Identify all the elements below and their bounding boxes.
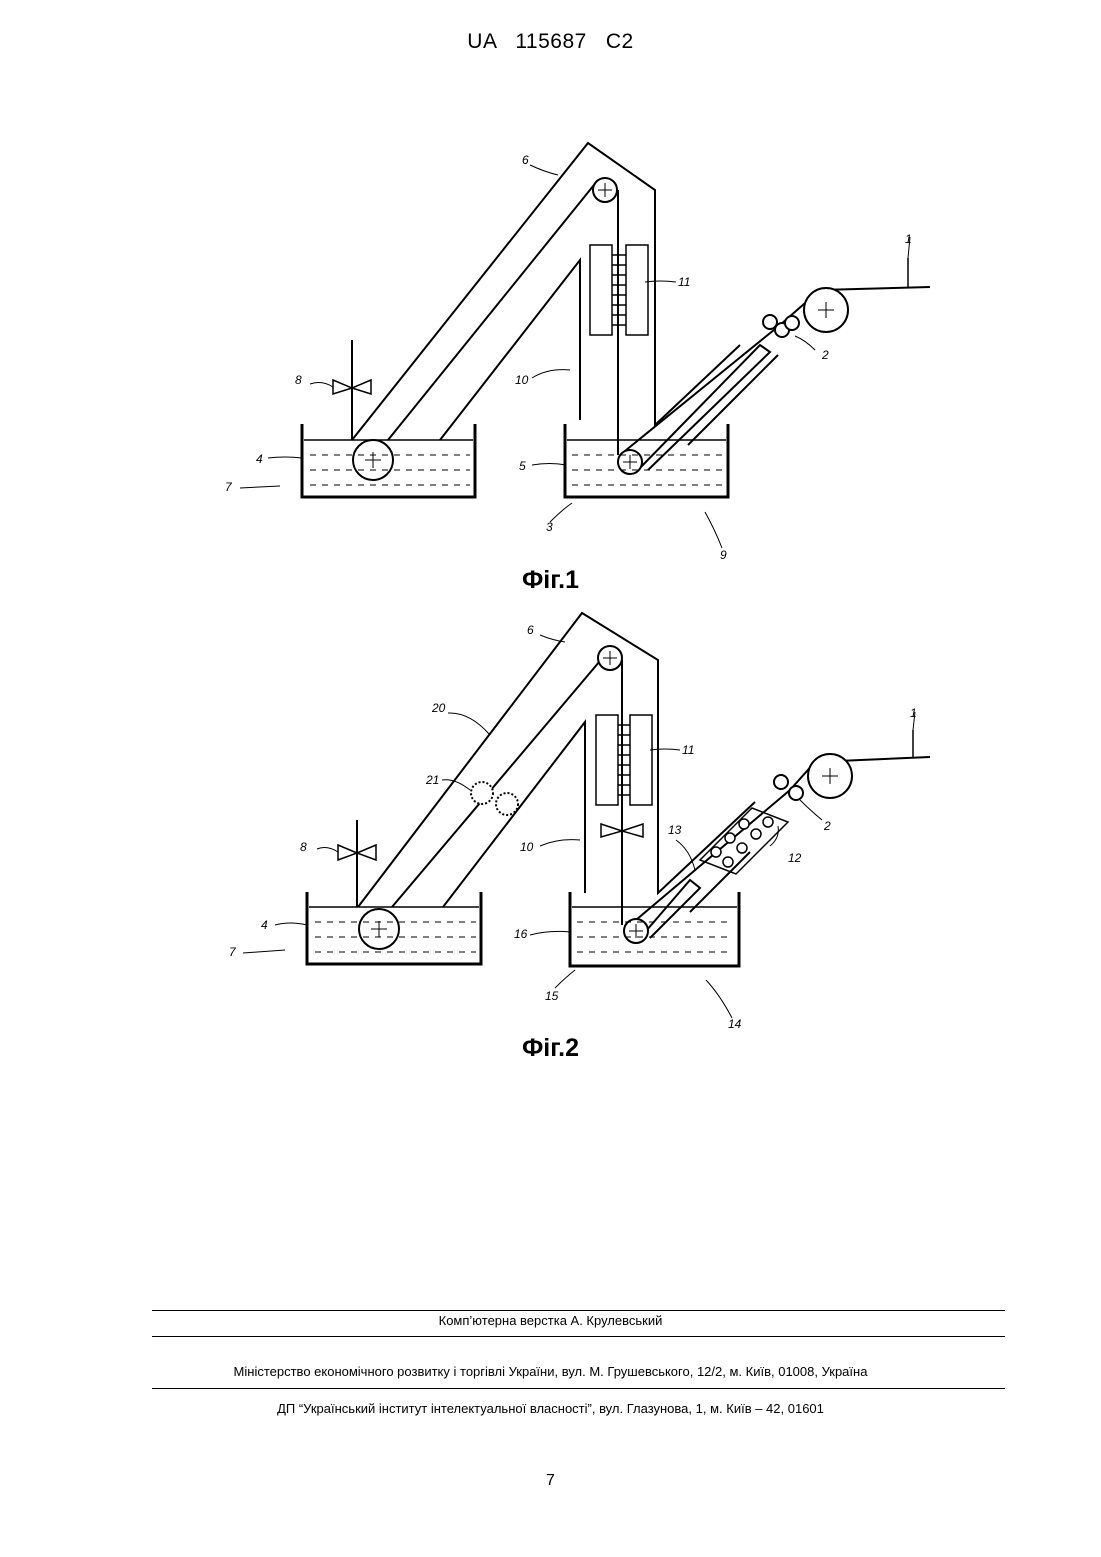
label: 13 [668, 823, 682, 837]
label: 15 [545, 989, 559, 1003]
figure-2-caption: Фіг.2 [0, 1034, 1101, 1063]
layout-credit: Комп’ютерна верстка А. Крулевський [0, 1313, 1101, 1328]
label: 21 [425, 773, 439, 787]
footer-divider [152, 1388, 1005, 1389]
label: 10 [520, 840, 534, 854]
label: 1 [910, 706, 917, 720]
label: 16 [514, 927, 528, 941]
label: 2 [823, 819, 831, 833]
label: 20 [431, 701, 446, 715]
page-number: 7 [0, 1472, 1101, 1490]
label: 7 [229, 945, 237, 959]
footer-divider [152, 1310, 1005, 1311]
footer-divider [152, 1336, 1005, 1337]
label: 14 [728, 1017, 742, 1031]
figure-2-labels: 6 20 1 11 21 2 13 8 10 12 4 16 7 15 14 [229, 623, 917, 1031]
figure-2-drawing: 6 20 1 11 21 2 13 8 10 12 4 16 7 15 14 [0, 0, 1101, 1060]
institute-address: ДП “Український інститут інтелектуальної… [0, 1401, 1101, 1416]
label: 12 [788, 851, 802, 865]
label: 8 [300, 840, 307, 854]
ministry-address: Міністерство економічного розвитку і тор… [0, 1364, 1101, 1379]
label: 11 [682, 743, 694, 757]
label: 6 [527, 623, 534, 637]
label: 4 [261, 918, 268, 932]
